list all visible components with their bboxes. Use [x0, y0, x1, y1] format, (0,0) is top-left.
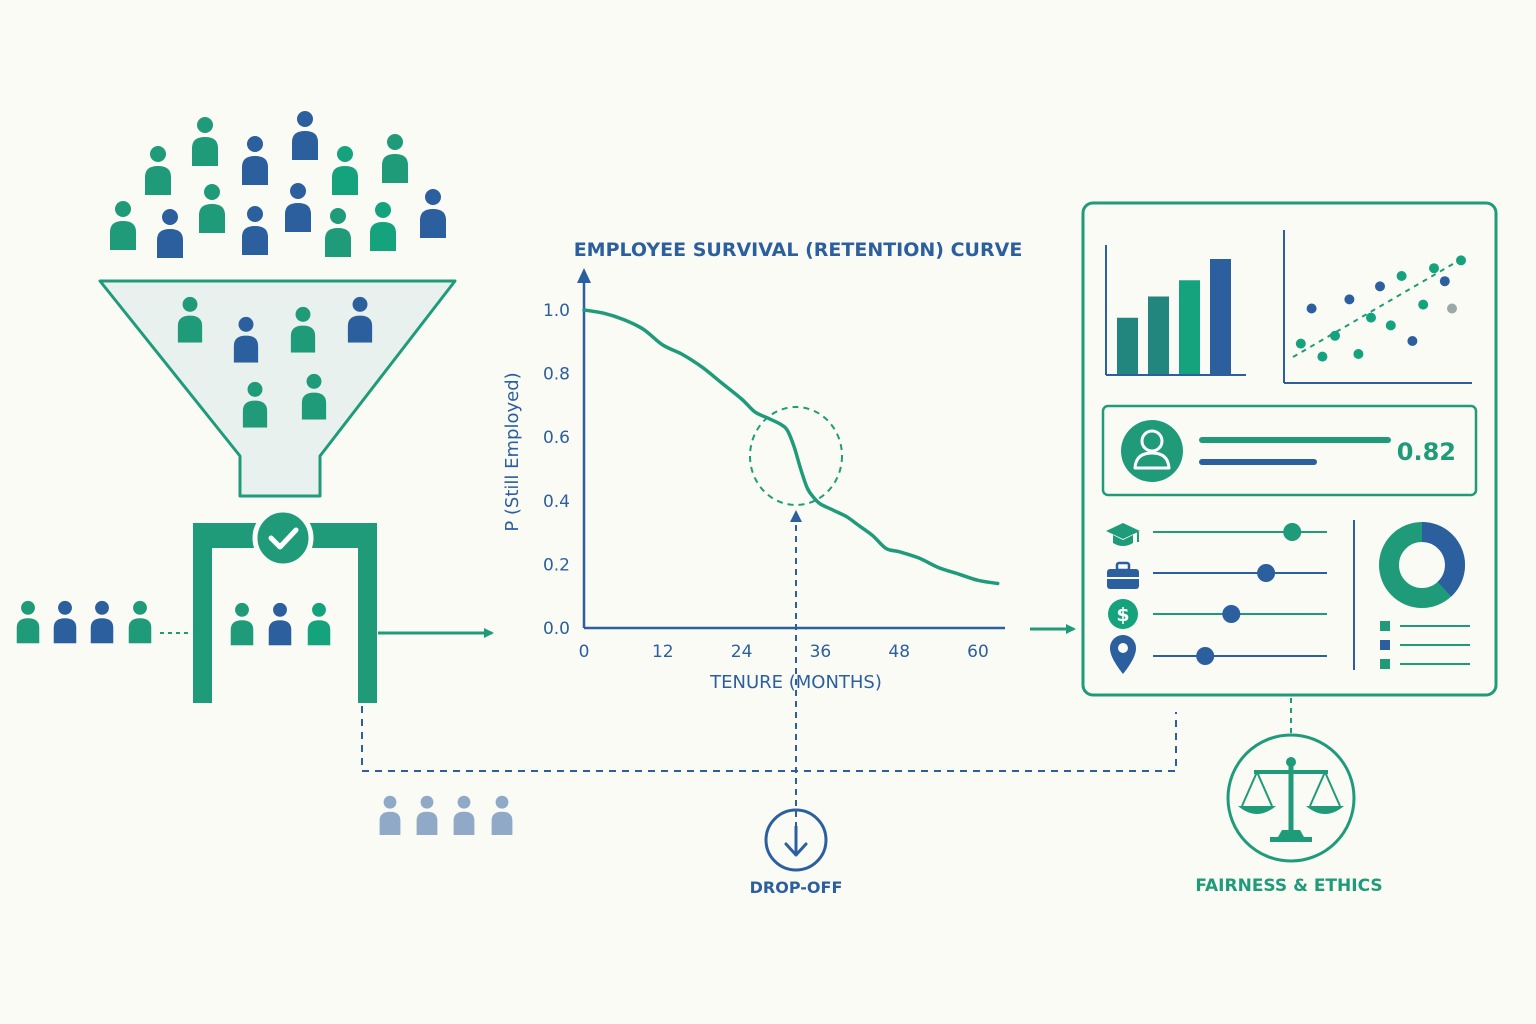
scatter-dot: [1317, 351, 1328, 362]
mini-bar-chart: [1105, 245, 1246, 376]
y-tick-label: 0.4: [543, 492, 570, 512]
person-icon: [285, 183, 311, 232]
leaver-person-icon: [491, 795, 513, 835]
x-tick-labels: 0 12 24 36 48 60: [579, 642, 989, 662]
person-icon: [53, 600, 77, 644]
y-axis-label: P (Still Employed): [502, 372, 523, 531]
mini-bar: [1210, 259, 1231, 374]
x-tick-label: 0: [579, 642, 590, 662]
selection-gate: [193, 507, 377, 703]
x-tick-label: 36: [810, 642, 832, 662]
person-icon: [370, 202, 396, 251]
y-tick-label: 0.8: [543, 365, 570, 385]
feature-icons: $: [1106, 523, 1140, 674]
person-icon: [307, 602, 331, 646]
drop-off-label: DROP-OFF: [750, 878, 843, 897]
trend-line: [1292, 256, 1466, 358]
x-tick-label: 60: [967, 642, 989, 662]
crowd-group: [110, 111, 446, 258]
person-icon: [325, 208, 351, 257]
mini-bar: [1179, 280, 1200, 374]
scales-of-justice-icon: [1226, 733, 1356, 863]
scatter-dot: [1366, 312, 1376, 323]
y-tick-label: 1.0: [543, 301, 570, 321]
chart-title: EMPLOYEE SURVIVAL (RETENTION) CURVE: [574, 239, 1023, 261]
person-icon: [145, 146, 171, 195]
survival-chart: EMPLOYEE SURVIVAL (RETENTION) CURVE 0.00…: [502, 239, 1022, 897]
person-icon: [16, 600, 40, 644]
graduation-cap-icon: [1106, 523, 1140, 546]
y-tick-label: 0.2: [543, 555, 570, 575]
leaver-person-icon: [379, 795, 401, 835]
person-icon: [110, 201, 136, 250]
x-tick-label: 48: [888, 642, 910, 662]
slider-knob[interactable]: [1222, 605, 1241, 623]
analytics-dashboard: 0.82 $: [1081, 201, 1498, 697]
drop-off-arrowhead: [790, 510, 802, 522]
scatter-dot: [1396, 271, 1407, 281]
scatter-dot: [1429, 263, 1439, 274]
scatter-dot: [1407, 336, 1418, 346]
person-icon: [90, 600, 114, 644]
person-icon: [242, 206, 268, 255]
person-icon: [230, 602, 254, 646]
x-tick-label: 12: [652, 642, 674, 662]
scatter-dot: [1344, 294, 1355, 305]
person-icon: [268, 602, 292, 646]
candidate-row: [16, 600, 152, 644]
score-value: 0.82: [1397, 438, 1456, 466]
mini-bar: [1148, 296, 1169, 374]
person-icon: [157, 209, 183, 258]
person-icon: [292, 111, 318, 160]
slider-knob[interactable]: [1257, 564, 1276, 582]
scatter-dot: [1447, 303, 1457, 314]
person-icon: [128, 600, 152, 644]
mini-donut-chart: [1379, 522, 1465, 608]
scatter-dot: [1330, 330, 1340, 341]
feature-sliders: [1153, 523, 1327, 665]
location-pin-icon: [1110, 635, 1136, 674]
checkmark-icon: [268, 527, 299, 550]
scatter-dot: [1418, 299, 1429, 310]
scatter-dot: [1353, 349, 1364, 359]
briefcase-icon: [1107, 561, 1139, 589]
y-tick-label: 0.6: [543, 428, 570, 448]
scatter-dot: [1306, 303, 1317, 314]
svg-text:$: $: [1116, 604, 1129, 626]
scatter-dot: [1385, 320, 1396, 331]
x-tick-label: 24: [731, 642, 753, 662]
y-tick-labels: 0.0 0.2 0.4 0.6 0.8 1.0: [543, 301, 570, 639]
fairness-label: FAIRNESS & ETHICS: [1195, 876, 1382, 896]
drop-off-highlight-circle: [749, 406, 843, 506]
scatter-dot: [1295, 338, 1306, 349]
candidate-score-card: 0.82: [1101, 404, 1478, 497]
person-icon: [242, 136, 268, 185]
drop-off-icon: [764, 808, 828, 872]
slider-knob[interactable]: [1196, 647, 1215, 665]
mini-bar: [1117, 317, 1138, 374]
donut-legend: [1380, 621, 1470, 669]
survival-curve-line: [582, 308, 1000, 586]
dollar-icon: $: [1108, 599, 1138, 629]
feedback-dashed-connector: [361, 706, 1177, 772]
scatter-dot: [1375, 281, 1385, 292]
y-tick-label: 0.0: [543, 619, 570, 639]
scatter-dot: [1439, 276, 1450, 287]
leaver-person-icon: [416, 795, 438, 835]
hired-people: [230, 602, 331, 646]
funnel: [98, 279, 457, 498]
leaver-person-icon: [453, 795, 475, 835]
person-icon: [420, 189, 446, 238]
person-icon: [199, 184, 225, 233]
leavers-group: [379, 795, 513, 835]
slider-knob[interactable]: [1283, 523, 1302, 541]
person-icon: [382, 134, 408, 183]
mini-scatter-plot: [1283, 230, 1472, 384]
person-icon: [332, 146, 358, 195]
person-icon: [192, 117, 218, 166]
